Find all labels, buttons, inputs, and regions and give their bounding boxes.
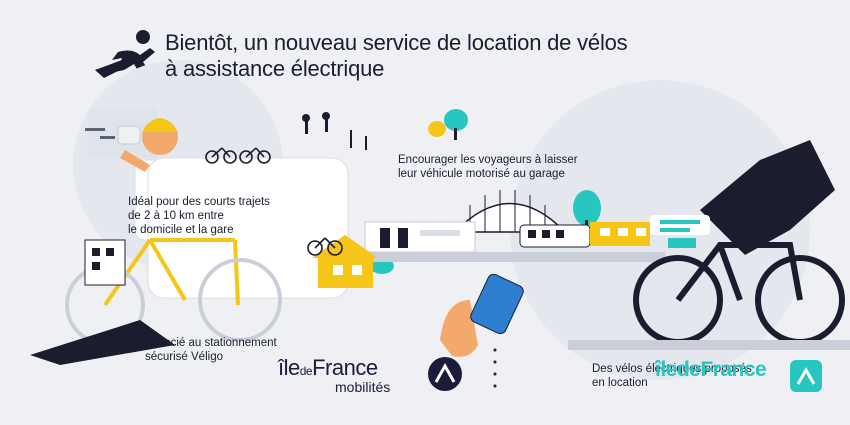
callout-parking-line-1: Associé au stationnement bbox=[145, 337, 277, 349]
brand-part-3: France bbox=[312, 355, 378, 380]
idfm-logo-text: îledeFrance bbox=[278, 355, 378, 381]
idfm-logo-subtitle: mobilités bbox=[335, 379, 391, 395]
brand-part-1: île bbox=[278, 355, 300, 380]
callout-rental: Des vélos électriques proposés en locati… bbox=[592, 362, 752, 390]
callout-short-trips-line-2: de 2 à 10 km entre bbox=[128, 210, 224, 222]
callout-rental-line-2: en location bbox=[592, 377, 648, 389]
building-icon bbox=[84, 239, 126, 286]
page-title: Bientôt, un nouveau service de location … bbox=[165, 30, 628, 82]
callout-travellers: Encourager les voyageurs à laisser leur … bbox=[398, 153, 578, 181]
title-line-1: Bientôt, un nouveau service de location … bbox=[165, 30, 628, 55]
idf-logo-icon bbox=[790, 360, 822, 392]
idfm-logo-icon bbox=[428, 357, 462, 391]
train-station-icon bbox=[345, 190, 665, 262]
callout-travellers-line-1: Encourager les voyageurs à laisser bbox=[398, 154, 578, 166]
small-bikes bbox=[205, 147, 271, 164]
central-panel bbox=[147, 157, 349, 299]
brand-part-2: de bbox=[299, 364, 313, 378]
bike-icon-small bbox=[307, 237, 343, 256]
callout-short-trips-line-1: Idéal pour des courts trajets bbox=[128, 196, 270, 208]
plant-icons bbox=[302, 112, 367, 150]
callout-rental-line-1: Des vélos électriques proposés bbox=[592, 363, 752, 375]
callout-parking-line-2: sécurisé Véligo bbox=[145, 351, 223, 363]
title-line-2: à assistance électrique bbox=[165, 56, 385, 81]
callout-travellers-line-2: leur véhicule motorisé au garage bbox=[398, 168, 565, 180]
phone-icon bbox=[440, 273, 524, 357]
callout-short-trips-line-3: le domicile et la gare bbox=[128, 224, 234, 236]
callout-short-trips: Idéal pour des courts trajets de 2 à 10 … bbox=[128, 195, 270, 237]
electric-bike-icon bbox=[633, 140, 845, 345]
callout-parking: Associé au stationnement sécurisé Véligo bbox=[145, 336, 277, 364]
idf-secondary-logo-text: îledeFrance bbox=[655, 358, 767, 381]
yellow-bike-icon bbox=[103, 238, 240, 307]
